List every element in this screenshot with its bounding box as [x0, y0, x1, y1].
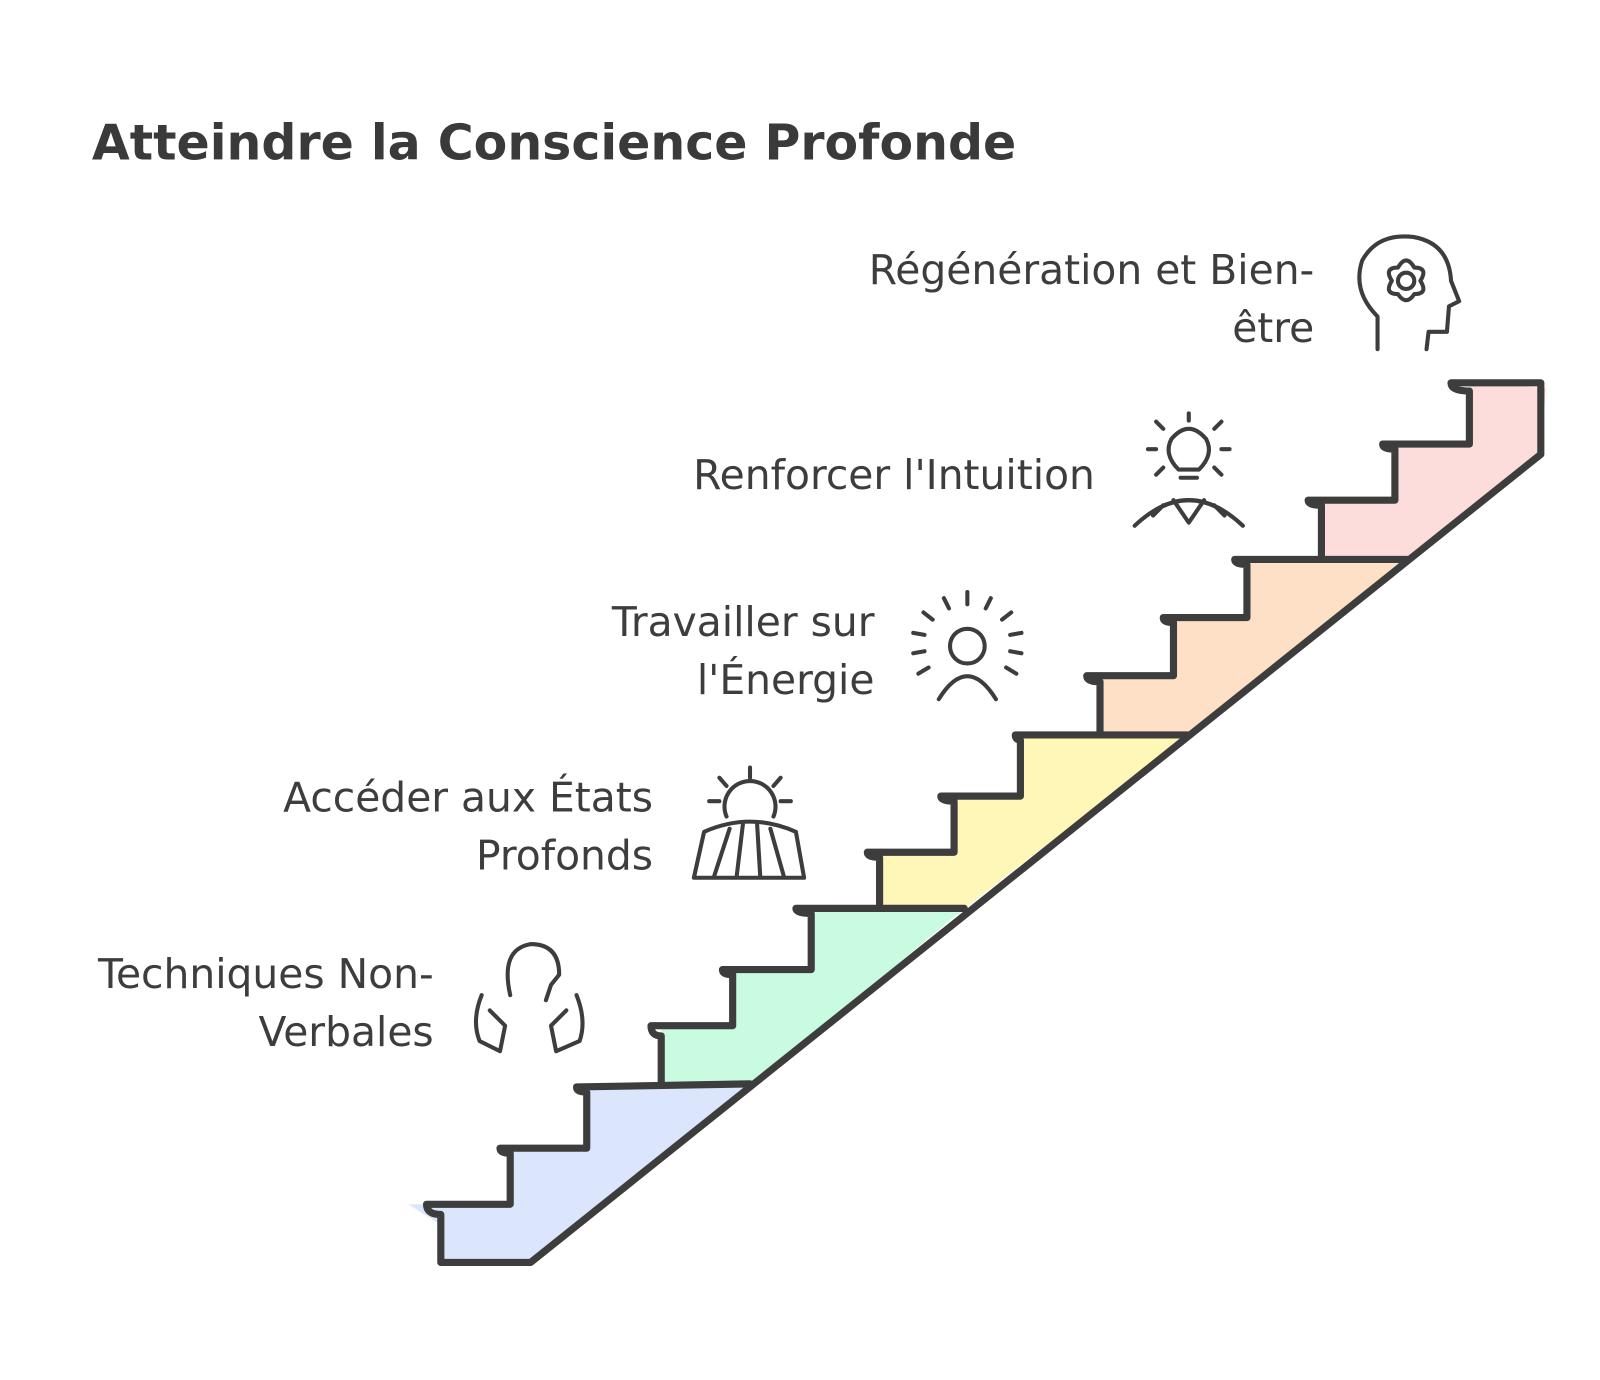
step-fill-4 — [1100, 559, 1409, 735]
step-2-label-line-2: Profonds — [476, 832, 653, 880]
mind-flower-icon — [1357, 234, 1462, 352]
person-hands-icon — [473, 942, 585, 1054]
radiant-person-icon — [911, 590, 1024, 702]
step-5-label-line-1: Régénération et Bien- — [869, 246, 1315, 294]
step-4-label-line-1: Renforcer l'Intuition — [693, 451, 1095, 499]
step-fill-1 — [408, 1086, 750, 1263]
staircase-outline — [422, 379, 1545, 1267]
step-fill-3 — [879, 734, 1189, 909]
step-5-label-line-2: être — [1232, 304, 1314, 352]
step-1-label-line-1: Techniques Non- — [97, 950, 434, 998]
step-fill-2 — [661, 908, 965, 1087]
lightbulb-person-icon — [1132, 411, 1245, 528]
diagram-title: Atteindre la Conscience Profonde — [92, 114, 1016, 171]
step-fill-5 — [1321, 382, 1546, 560]
step-3-label-line-2: l'Énergie — [697, 656, 875, 704]
step-1-label-line-2: Verbales — [258, 1008, 433, 1056]
step-2-label-line-1: Accéder aux États — [283, 773, 653, 821]
step-3-label-line-1: Travailler sur — [611, 598, 875, 646]
sunrise-icon — [691, 765, 807, 880]
